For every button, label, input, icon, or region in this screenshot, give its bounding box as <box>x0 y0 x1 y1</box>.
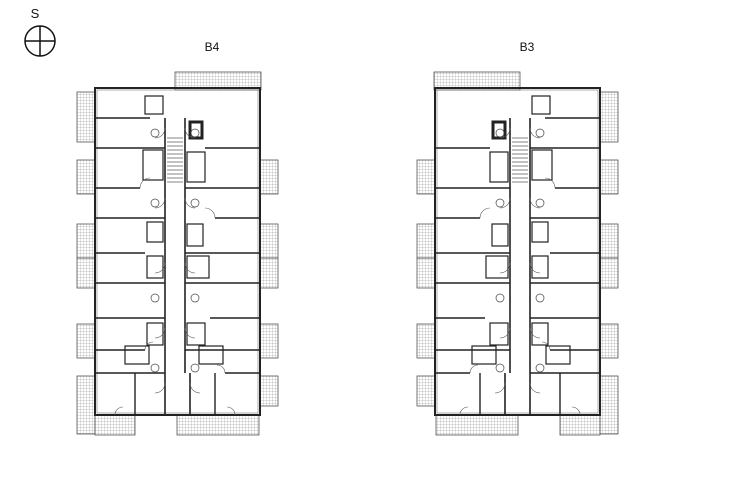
compass-icon <box>24 25 56 57</box>
compass-letter: S <box>31 6 40 21</box>
building-b4-plan <box>75 70 280 437</box>
building-b3: B3 <box>415 40 620 437</box>
building-b4: B4 <box>75 40 280 437</box>
building-label-b3: B3 <box>520 40 535 54</box>
compass: S <box>24 6 56 57</box>
building-b3-plan <box>415 70 620 437</box>
building-label-b4: B4 <box>205 40 220 54</box>
